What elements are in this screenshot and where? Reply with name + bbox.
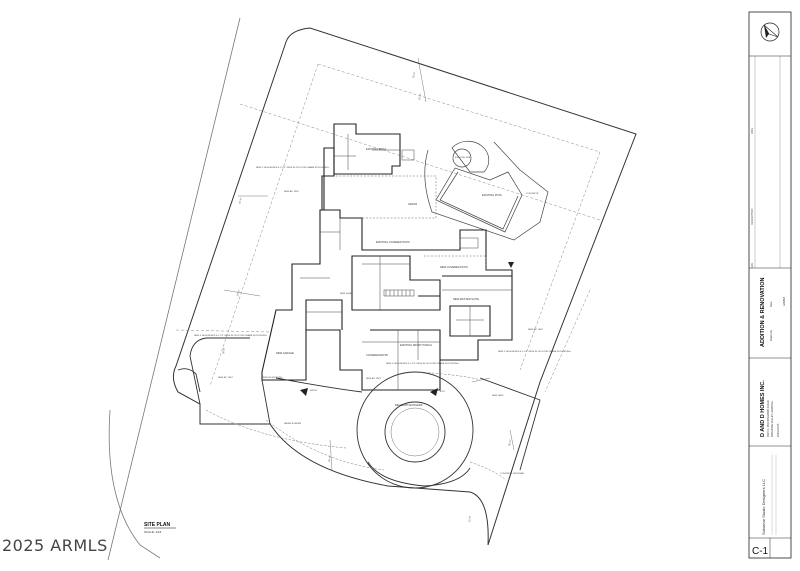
- label-existing-spa: EXISTING SPA: [455, 156, 471, 159]
- label-new-fence-right: NEW 6' HIGH FENCE & 1-1/2" WIDE IN 2X4 S…: [498, 350, 571, 353]
- pool-area: [424, 140, 549, 241]
- project-number: 2023-03-05: [776, 423, 780, 437]
- label-paver-border: PAVER BORDER: [284, 422, 301, 425]
- spa-outline: [451, 140, 490, 173]
- label-covered-entry: COVERED ENTRY: [366, 353, 389, 357]
- label-existing-front-porch: EXISTING FRONT PORCH: [400, 343, 432, 347]
- label-new-fence-top: NEW 6' HIGH FENCE & 1-1/2" WIDE IN 2X4 S…: [256, 166, 329, 169]
- label-new-ac-2: NEW A/C UNIT: [218, 376, 234, 379]
- title-block: DESCRIPTION DATE REV. ADDITION & RENOVAT…: [748, 11, 792, 559]
- dim-setback-8: 15'-0": [468, 516, 472, 523]
- dim-setback-6: 40'-0": [328, 456, 332, 463]
- house-interior-walls: [300, 134, 512, 390]
- label-new-fence-left: NEW 6' HIGH FENCE & 1-1/2" WIDE IN 2X4 S…: [194, 334, 267, 337]
- label-new-slab: NEW SLAB: [340, 292, 352, 295]
- label-new-ac-3: NEW A/C UNIT: [528, 328, 544, 331]
- dim-setback-3: 10'-0": [238, 197, 243, 204]
- date-col-label: DATE: [751, 127, 754, 134]
- label-exit: EXIT: [440, 391, 446, 393]
- drawing-scale: SCALE: 1/16: [144, 530, 162, 534]
- rev-col-label: REV.: [751, 262, 754, 268]
- center-island: [384, 401, 446, 463]
- drawn-by-value: GM/BM: [782, 297, 786, 306]
- mls-watermark: 2025 ARMLS: [2, 536, 108, 555]
- house-outline: [261, 123, 513, 391]
- label-new-ac-1: NEW A/C UNIT: [284, 190, 300, 193]
- date-label: Date: [769, 301, 773, 307]
- north-arrow-icon: [760, 22, 780, 42]
- dim-setback-4: 10'-0": [236, 289, 241, 296]
- label-concrete: CONCRETE: [526, 193, 539, 195]
- covered-patio-outline: [336, 175, 487, 270]
- dim-setback-2: 20'-0": [418, 93, 422, 100]
- exit-arrow-icon: [430, 388, 438, 396]
- label-remove-existing: REMOVE EXISTING: [262, 377, 283, 379]
- label-new-fence-center: NEW 6' HIGH FENCE & 1-1/2" WIDE IN 2X4 S…: [386, 362, 459, 365]
- label-new-covered-patio: NEW COVERED PATIO: [440, 265, 468, 269]
- property-line: [172, 27, 637, 546]
- label-decorative-pavers: DECORATIVE PAVERS: [395, 403, 423, 407]
- pool-outline: [435, 167, 523, 233]
- address-line2: PARADISE VALLEY, ARIZONA: [770, 401, 774, 437]
- label-new-ac-4: NEW A/C UNIT: [366, 377, 382, 380]
- project-title: ADDITION & RENOVATION: [760, 278, 766, 347]
- label-new-garage: NEW GARAGE: [276, 351, 294, 355]
- street-curb-lines: [107, 17, 241, 561]
- description-col-label: DESCRIPTION: [751, 208, 754, 225]
- design-firm: Sukumar Studio Designers LLC: [761, 479, 766, 535]
- dim-setback-1: 20'-0": [412, 71, 416, 78]
- dim-setback-5: 35'-0": [508, 439, 512, 446]
- label-grass: GRASS: [408, 202, 417, 206]
- motor-court: [356, 371, 474, 489]
- dimension-lines: [223, 57, 515, 471]
- design-firm-stamp: Sukumar Studio Designers LLC: [761, 455, 777, 535]
- drawing-title: SITE PLAN: [144, 522, 171, 528]
- label-concrete-driveway: CONCRETE DRIVEWAY: [500, 472, 525, 475]
- label-existing-patio: EXISTING PATIO: [366, 147, 386, 151]
- label-existing-pool: EXISTING POOL: [482, 193, 503, 197]
- drawing-labels: EXISTING PATIO EXISTING SPA EXISTING POO…: [194, 71, 571, 522]
- paver-border: [205, 371, 507, 481]
- sheet-number: C-1: [752, 546, 769, 557]
- drawing-title-block: SITE PLAN SCALE: 1/16: [144, 522, 176, 534]
- label-entry: ENTRY: [310, 390, 318, 392]
- gate-marker-icon: [508, 262, 514, 268]
- address-line1: 9915 N. MOCKINGBIRD ROAD: [766, 400, 770, 437]
- drawn-by-label: Drawn by: [769, 329, 773, 341]
- pool-deck: [424, 141, 549, 241]
- label-new-master-suite: NEW MASTER SUITE: [453, 297, 479, 301]
- setback-lines: [175, 63, 601, 393]
- entry-arrow-icon: [300, 388, 308, 396]
- driveway: [177, 337, 541, 489]
- label-new-gate: NEW GATE: [492, 394, 504, 397]
- dim-setback-7: 30'-0": [222, 348, 226, 355]
- company-name: D AND D HOMES INC.: [760, 380, 766, 437]
- label-existing-covered-patio: EXISTING COVERED PATIO: [376, 240, 410, 244]
